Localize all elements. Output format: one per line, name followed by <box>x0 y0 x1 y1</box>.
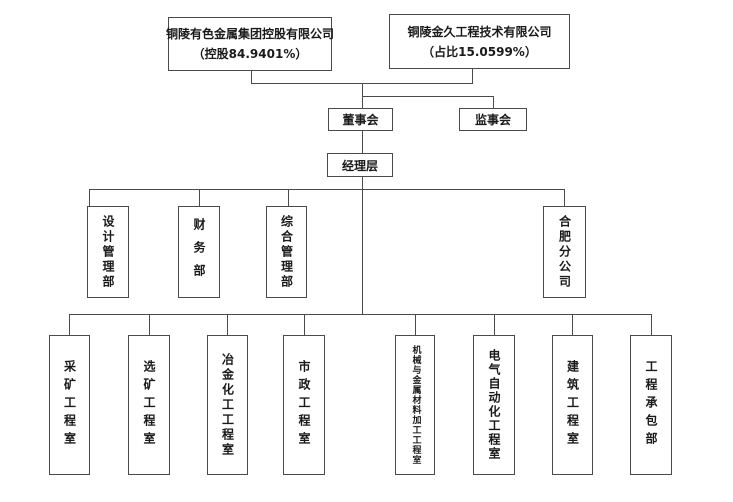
box-machinery-metal-materials-office: 机械与金属材料加工工程室 <box>395 335 435 475</box>
connector-drop-finance-dept <box>199 189 200 206</box>
connector-board-to-management <box>362 131 363 153</box>
shareholder-stake: （控股84.9401%） <box>192 47 308 61</box>
connector-center-to-board <box>362 83 363 108</box>
connector-drop-design-dept <box>89 189 90 206</box>
office-label: 建筑工程室 <box>565 360 580 450</box>
connector-drop-hefei-branch <box>564 189 565 206</box>
box-supervisory-board: 监事会 <box>459 108 527 131</box>
office-label: 选矿工程室 <box>142 360 156 450</box>
connector-drop-construction <box>572 314 573 335</box>
box-hefei-branch: 合肥分公司 <box>543 206 586 298</box>
connector-board-supervisory-bus <box>362 96 493 97</box>
connector-supervisory-drop <box>493 96 494 108</box>
shareholder-name: 铜陵有色金属集团控股有限公司 <box>166 27 335 41</box>
box-board-of-directors: 董事会 <box>328 108 393 131</box>
connector-offices-bus <box>69 314 651 315</box>
connector-drop-electrical <box>494 314 495 335</box>
shareholder-name: 铜陵金久工程技术有限公司 <box>407 24 552 39</box>
connector-drop-metallurgy <box>227 314 228 335</box>
office-label: 电气自动化工程室 <box>487 349 501 461</box>
board-label: 董事会 <box>342 113 379 127</box>
box-municipal-engineering-office: 市政工程室 <box>283 335 325 475</box>
box-design-management-dept: 设计管理部 <box>87 206 129 298</box>
box-mining-engineering-office: 采矿工程室 <box>49 335 90 475</box>
connector-left-shareholder-drop <box>251 71 252 83</box>
box-electrical-automation-office: 电气自动化工程室 <box>473 335 515 475</box>
office-label: 冶金化工工程室 <box>220 352 235 458</box>
dept-label: 设计管理部 <box>101 214 115 290</box>
box-shareholder-tongling-jinjiu: 铜陵金久工程技术有限公司 （占比15.0599%） <box>389 14 570 69</box>
box-shareholder-tongling-nonferrous: 铜陵有色金属集团控股有限公司 （控股84.9401%） <box>166 17 335 71</box>
connector-right-shareholder-drop <box>472 69 473 83</box>
dept-label: 综合管理部 <box>279 214 294 290</box>
box-finance-dept: 财务部 <box>178 206 220 298</box>
management-label: 经理层 <box>341 158 378 173</box>
connector-drop-machinery <box>415 314 416 335</box>
dept-label: 合肥分公司 <box>557 214 572 290</box>
office-label: 采矿工程室 <box>62 360 77 450</box>
connector-drop-contracting <box>651 314 652 335</box>
supervisory-label: 监事会 <box>474 113 511 127</box>
office-label: 市政工程室 <box>297 360 311 450</box>
office-label: 机械与金属材料加工工程室 <box>410 345 421 465</box>
shareholder-stake: （占比15.0599%） <box>422 44 537 59</box>
connector-drop-municipal <box>304 314 305 335</box>
dept-label: 财务部 <box>192 217 206 287</box>
connector-management-spine <box>362 177 363 314</box>
connector-departments-bus <box>89 189 565 190</box>
box-engineering-contracting-dept: 工程承包部 <box>630 335 672 475</box>
box-construction-engineering-office: 建筑工程室 <box>552 335 593 475</box>
box-management-layer: 经理层 <box>327 153 393 177</box>
connector-drop-mineral <box>149 314 150 335</box>
office-label: 工程承包部 <box>644 360 658 450</box>
connector-drop-general-dept <box>288 189 289 206</box>
box-general-management-dept: 综合管理部 <box>266 206 307 298</box>
box-mineral-processing-office: 选矿工程室 <box>128 335 170 475</box>
box-metallurgy-chemical-office: 冶金化工工程室 <box>207 335 248 475</box>
connector-drop-mining <box>69 314 70 335</box>
